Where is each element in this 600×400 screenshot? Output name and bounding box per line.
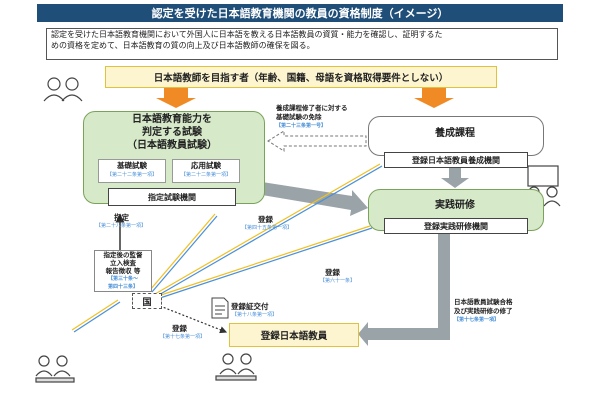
designation-label: 指定 [114, 213, 129, 222]
exemption-ref: 【第二十三条第一号】 [276, 123, 327, 129]
intro-line-1: 認定を受けた日本語教育機関において外国人に日本語を教える日本語教員の資質・能力を… [51, 30, 443, 39]
exam-title: 日本語教育能力を 判定する試験 （日本語教員試験） [90, 113, 254, 152]
basic-exam-label: 基礎試験 [117, 161, 147, 170]
teacher-registration-label: 登録 [172, 324, 187, 333]
course-box [368, 116, 544, 156]
applied-exam-ref: 【第二十二条第一項】 [180, 172, 231, 178]
exam-inst-registration-ref: 【第四十五条第一項】 [242, 225, 293, 231]
people-icon-top-left [43, 77, 83, 102]
basic-exam-box: 基礎試験 【第二十二条第一項】 [98, 159, 166, 183]
certificate-ref: 【第十八条第一項】 [232, 312, 278, 318]
exam-title-line-1: 日本語教育能力を [132, 114, 212, 125]
page-title: 認定を受けた日本語教育機関の教員の資格制度（イメージ） [37, 4, 563, 22]
exam-inst-registration-label: 登録 [258, 215, 273, 224]
practice-inst-registration-ref: 【第六十一条】 [320, 278, 356, 284]
supervision-line-1: 指定後の監督 [103, 251, 143, 259]
completion-line-1: 日本語教員試験合格 [454, 298, 513, 306]
exemption-line-2: 基礎試験の免除 [276, 113, 322, 121]
target-audience-box: 日本語教師を目指す者（年齢、国籍、母語を資格取得要件としない） [105, 66, 497, 88]
course-title: 養成課程 [435, 128, 475, 139]
completion-line-2: 及び実践研修の修了 [454, 307, 513, 315]
practice-inst-registration-label: 登録 [325, 268, 340, 277]
completion-arrow [358, 230, 450, 346]
supervision-line-3: 報告徴収 等 [105, 267, 141, 275]
practice-institution-box: 登録実践研修機関 [384, 218, 528, 234]
exam-to-practice-arrow [262, 182, 368, 216]
exam-title-line-3: （日本語教員試験） [127, 140, 217, 151]
exam-title-line-2: 判定する試験 [142, 127, 202, 138]
country-box: 国 [132, 293, 162, 309]
classroom-icon [35, 353, 257, 383]
supervision-line-2: 立入検査 [110, 259, 136, 267]
basic-exam-ref: 【第二十二条第一項】 [106, 172, 157, 178]
intro-line-2: めの資格を定めて、日本語教育の質の向上及び日本語教師の確保を図る。 [51, 40, 315, 50]
exemption-arrow [267, 130, 367, 152]
applied-exam-box: 応用試験 【第二十二条第一項】 [172, 159, 240, 183]
certificate-doc-icon [211, 297, 229, 319]
completion-note: 日本語教員試験合格 及び実践研修の修了 【第十七条第一項】 [454, 298, 564, 325]
exemption-note: 養成課程修了者に対する 基礎試験の免除 【第二十三条第一号】 [276, 104, 376, 131]
intro-box: 認定を受けた日本語教育機関において外国人に日本語を教える日本語教員の資質・能力を… [46, 28, 558, 60]
teacher-icon-right [525, 165, 561, 207]
certificate-label: 登録証交付 [231, 302, 269, 311]
registered-teacher-box: 登録日本語教員 [229, 323, 359, 347]
applied-exam-label: 応用試験 [191, 161, 221, 170]
designation-ref: 【第二十八条第一項】 [96, 223, 147, 229]
exemption-line-1: 養成課程修了者に対する [276, 104, 348, 112]
down-arrow-right [414, 88, 454, 108]
registration-lines [71, 163, 383, 333]
teacher-registration-ref: 【第十七条第一項】 [160, 334, 206, 340]
supervision-box: 指定後の監督 立入検査 報告徴収 等 【第三十条～ 第四十三条】 [94, 250, 152, 292]
course-institution-box: 登録日本語教員養成機関 [384, 152, 528, 168]
down-arrow-left [156, 88, 196, 108]
completion-ref: 【第十七条第一項】 [454, 317, 500, 323]
supervision-ref-2: 第四十三条】 [107, 284, 138, 290]
exam-institution-box: 指定試験機関 [108, 188, 236, 206]
supervision-ref-1: 【第三十条～ [107, 276, 138, 282]
practice-title: 実践研修 [435, 200, 475, 211]
